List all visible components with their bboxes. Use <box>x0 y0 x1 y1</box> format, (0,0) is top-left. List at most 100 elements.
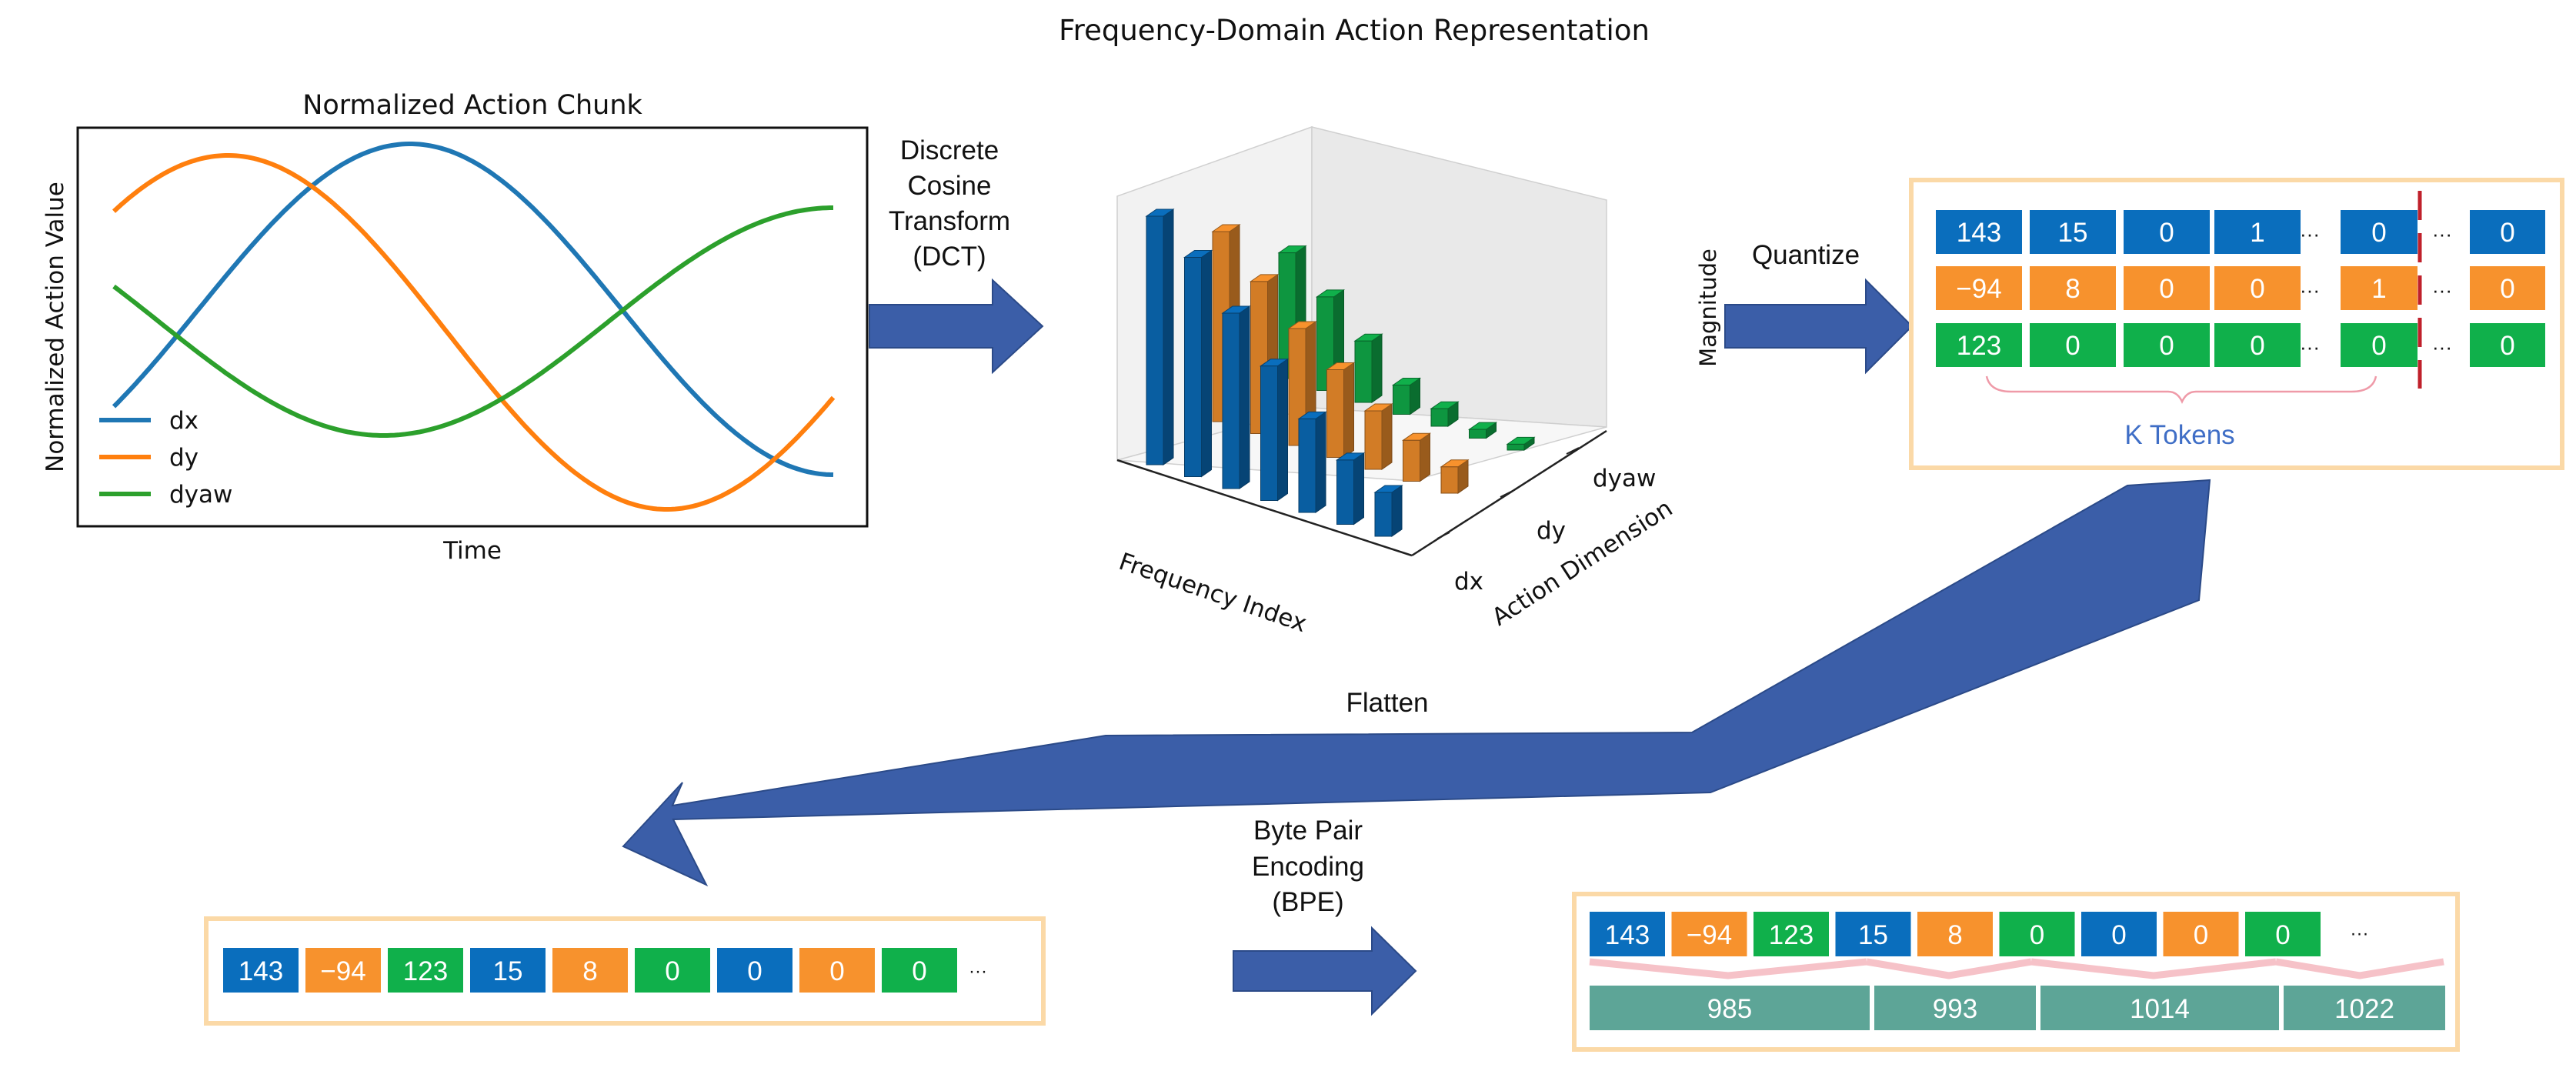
chunk-plot-ylabel: Normalized Action Value <box>42 182 69 472</box>
quant-token-dyaw-5 <box>2341 323 2418 367</box>
dimension-tick-dx <box>1436 532 1450 539</box>
bar-dx-1 <box>1183 249 1213 478</box>
flat-token-label: 15 <box>493 956 523 986</box>
quant-token-dx-2 <box>2124 210 2210 254</box>
bpe-merged-token-3 <box>2284 986 2445 1030</box>
dct-bars <box>1145 209 1536 537</box>
flat-token-7 <box>799 948 875 993</box>
quantize-arrow-icon <box>1724 278 1914 375</box>
quant-token-label: 143 <box>1957 218 2001 248</box>
quant-token-dyaw-1 <box>2030 323 2116 367</box>
dimension-tick-dyaw <box>1566 447 1580 455</box>
flat-token-label: 123 <box>403 956 448 986</box>
quant-token-dx-5 <box>2341 210 2418 254</box>
dimension-tick-label-dx: dx <box>1454 568 1483 596</box>
flat-token-label: 0 <box>829 956 844 986</box>
dimension-tick-label-dy: dy <box>1537 517 1566 545</box>
dct-arrow-icon <box>869 278 1044 375</box>
bpe-token-3 <box>1835 912 1911 956</box>
legend-label-dx: dx <box>169 407 199 435</box>
bar-dx-2 <box>1221 305 1251 489</box>
curve-dy <box>112 153 836 512</box>
quant-token-dyaw-0 <box>1936 323 2022 367</box>
bpe-merge-chevrons <box>1589 958 2444 979</box>
quant-ellipsis-dyaw: ··· <box>2300 335 2320 359</box>
merge-chevron-3 <box>2275 958 2444 979</box>
quant-token-dy-0 <box>1936 266 2022 310</box>
bar-dx-5 <box>1335 452 1366 525</box>
bpe-step: Byte Pair Encoding (BPE) <box>1233 816 1417 1016</box>
quant-token-dyaw-2 <box>2124 323 2210 367</box>
flat-token-label: −94 <box>320 956 365 986</box>
flat-ellipsis: ··· <box>969 961 987 982</box>
dct-3d-chart: dx dy dyaw Frequency Index Action Dimens… <box>1116 125 1721 638</box>
merge-chevron-2 <box>2030 958 2277 979</box>
quant-ellipsis-dx: ··· <box>2300 222 2320 245</box>
curve-dyaw <box>112 205 833 438</box>
flatten-label: Flatten <box>1346 688 1429 718</box>
quant-token-label: 123 <box>1957 331 2001 361</box>
dct-step: Discrete Cosine Transform (DCT) <box>869 135 1044 375</box>
chunk-legend: dx dy dyaw <box>99 407 232 509</box>
bpe-label-line-2: Encoding <box>1252 852 1364 882</box>
flatten-arrow-icon <box>622 479 2211 887</box>
flat-token-label: 8 <box>582 956 597 986</box>
bpe-token-7 <box>2163 912 2239 956</box>
bpe-token-label: 123 <box>1769 920 1814 950</box>
dct-label-line-2: Cosine <box>908 171 992 201</box>
flat-token-label: 0 <box>665 956 679 986</box>
quant-token-label: 15 <box>2058 218 2088 248</box>
bar-dyaw-3 <box>1391 377 1422 415</box>
quant-token-label: 0 <box>2159 331 2174 361</box>
dct-label-line-4: (DCT) <box>913 242 986 272</box>
bar-dy-3 <box>1325 362 1356 459</box>
flat-token-label: 143 <box>239 956 283 986</box>
bpe-token-label: 0 <box>2275 920 2290 950</box>
bar-dx-0 <box>1145 209 1175 465</box>
quant-token-label: 0 <box>2250 331 2264 361</box>
bpe-token-0 <box>1590 912 1665 956</box>
k-tokens-brace <box>1985 375 2377 404</box>
flat-token-3 <box>470 948 546 993</box>
quant-token-label: −94 <box>1956 274 2001 304</box>
flat-token-1 <box>305 948 381 993</box>
bpe-label-line-1: Byte Pair <box>1253 816 1363 846</box>
dimension-tick-label-dyaw: dyaw <box>1593 465 1656 492</box>
bpe-token-label: 0 <box>2194 920 2208 950</box>
bpe-token-4 <box>1917 912 1993 956</box>
quant-token-dy-1 <box>2030 266 2116 310</box>
bpe-merged-token-label: 993 <box>1933 994 1977 1024</box>
quant-token-dy-3 <box>2214 266 2301 310</box>
bar-dy-5 <box>1401 432 1432 482</box>
chart-zlabel: Magnitude <box>1695 249 1721 367</box>
bpe-token-6 <box>2081 912 2157 956</box>
quant-token-label: 8 <box>2065 274 2080 304</box>
chunk-plot-title: Normalized Action Chunk <box>302 90 642 121</box>
dct-label-line-1: Discrete <box>900 135 999 165</box>
flat-token-0 <box>223 948 299 993</box>
quant-tail-token-label: 0 <box>2500 331 2514 361</box>
quant-tail-token-label: 0 <box>2500 274 2514 304</box>
flat-token-label: 0 <box>747 956 762 986</box>
chunk-plot-frame <box>76 126 869 528</box>
dct-label-line-3: Transform <box>889 206 1010 236</box>
flat-token-6 <box>717 948 792 993</box>
quant-token-dy-2 <box>2124 266 2210 310</box>
bar-dx-4 <box>1297 411 1327 513</box>
flat-token-5 <box>635 948 710 993</box>
quant-ellipsis-dy: ··· <box>2300 279 2320 302</box>
bar-dy-4 <box>1363 403 1393 470</box>
quant-token-dx-0 <box>1936 210 2022 254</box>
bpe-token-label: 0 <box>2111 920 2126 950</box>
bpe-arrow-icon <box>1233 926 1417 1016</box>
bpe-token-label: −94 <box>1687 920 1732 950</box>
flatten-step: Flatten <box>622 479 2211 887</box>
quant-token-label: 0 <box>2250 274 2264 304</box>
bpe-token-2 <box>1753 912 1829 956</box>
flat-token-4 <box>552 948 628 993</box>
quant-token-label: 0 <box>2159 274 2174 304</box>
legend-label-dyaw: dyaw <box>169 481 232 509</box>
quant-tail-token-label: 0 <box>2500 218 2514 248</box>
